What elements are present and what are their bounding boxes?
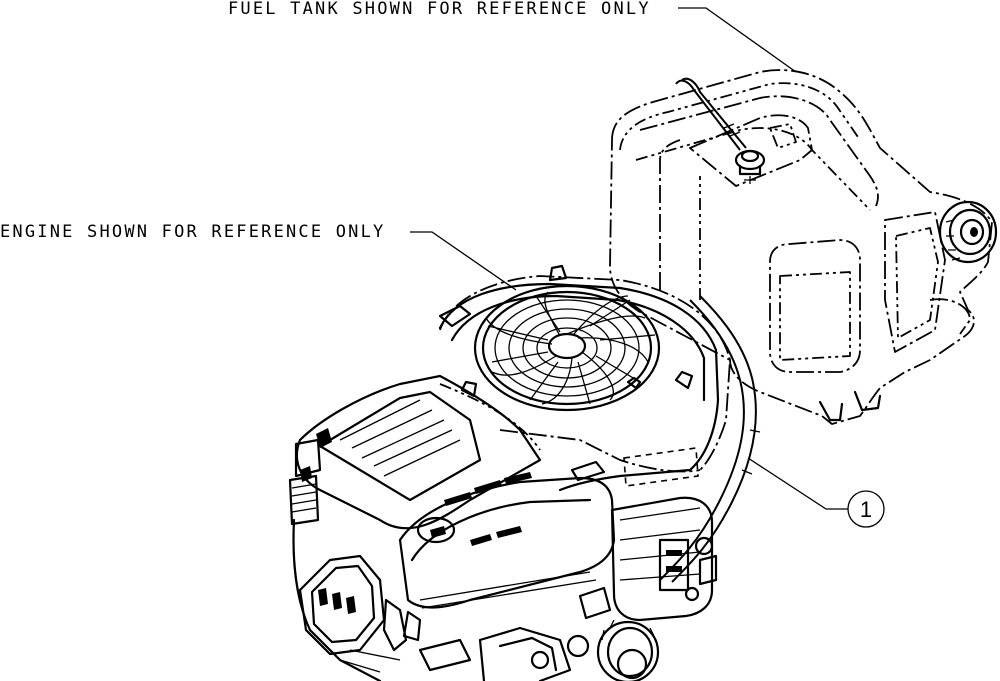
engine	[288, 264, 731, 681]
fuel-tank-label: FUEL TANK SHOWN FOR REFERENCE ONLY	[228, 0, 651, 19]
tank-vent-fitting	[734, 149, 766, 184]
engine-leader	[410, 231, 517, 291]
shroud-bolts	[438, 264, 694, 398]
fuel-tank	[609, 69, 998, 425]
fuel-cap	[938, 200, 998, 264]
fuel-tank-leader	[678, 7, 797, 73]
item-1-callout: 1	[747, 457, 885, 528]
cover-ribs	[430, 472, 532, 546]
engine-label: ENGINE SHOWN FOR REFERENCE ONLY	[0, 222, 385, 242]
fuel-tank-callout: FUEL TANK SHOWN FOR REFERENCE ONLY	[228, 0, 797, 73]
air-filter-cover	[416, 460, 606, 544]
engine-callout: ENGINE SHOWN FOR REFERENCE ONLY	[0, 222, 517, 291]
oil-filter	[596, 619, 660, 681]
item-number: 1	[860, 497, 872, 522]
item-1-leader	[747, 457, 848, 510]
muffler	[298, 554, 422, 656]
cooling-fan-screen	[473, 284, 661, 412]
carburetor	[478, 586, 612, 681]
cylinder-fins	[288, 438, 322, 526]
engine-lower-right	[610, 496, 718, 622]
